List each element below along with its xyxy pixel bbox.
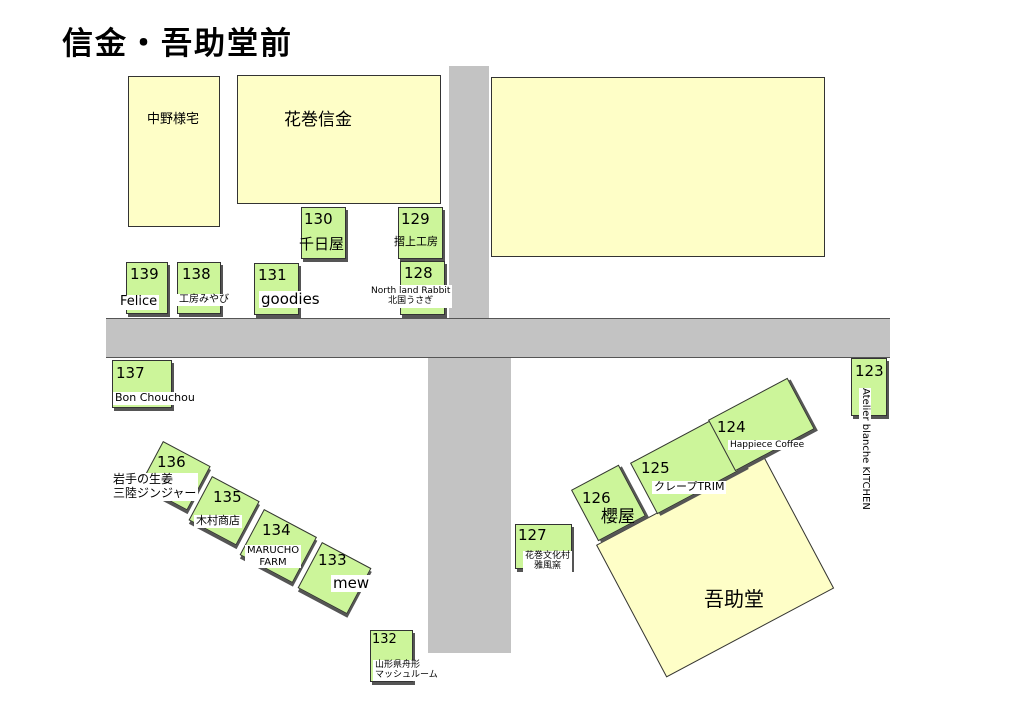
stall-132-label-line1: 山形県舟形 bbox=[375, 660, 421, 670]
stall-136-label-line2: 三陸ジンジャー bbox=[113, 485, 197, 500]
stall-128-label-line1: North land Rabbit bbox=[371, 286, 451, 296]
stall-131-number: 131 bbox=[258, 266, 287, 284]
stall-139-label: Felice bbox=[118, 294, 160, 310]
stall-133-number: 133 bbox=[318, 551, 347, 569]
stall-129[interactable] bbox=[398, 207, 443, 259]
stall-126-number: 126 bbox=[582, 489, 611, 507]
stall-134-label-line2: FARM bbox=[259, 556, 287, 568]
building-east bbox=[491, 77, 825, 257]
stall-125-label: クレープTRIM bbox=[652, 480, 727, 494]
stall-127-label: 花巻文化村 雅風窯 bbox=[523, 551, 573, 572]
stall-136-number: 136 bbox=[157, 453, 186, 471]
stall-131-label: goodies bbox=[259, 290, 322, 309]
building-nakano bbox=[128, 76, 220, 227]
stall-130[interactable] bbox=[301, 207, 346, 259]
stall-130-label: 千日屋 bbox=[299, 235, 345, 253]
stall-128-number: 128 bbox=[404, 264, 433, 282]
road-edge-lines bbox=[106, 318, 890, 358]
stall-126-label: 櫻屋 bbox=[601, 507, 635, 527]
stall-135-label: 木村商店 bbox=[194, 514, 242, 528]
stall-136-label: 岩手の生姜 三陸ジンジャー bbox=[111, 472, 199, 501]
page-title: 信金・吾助堂前 bbox=[62, 26, 293, 62]
stall-128-label-line2: 北国うさぎ bbox=[388, 296, 434, 307]
stall-136-label-line1: 岩手の生姜 bbox=[113, 472, 174, 486]
building-nakano-label: 中野様宅 bbox=[147, 112, 200, 127]
road-vertical-south bbox=[428, 356, 511, 653]
stall-139-number: 139 bbox=[130, 265, 159, 283]
stall-132-number: 132 bbox=[372, 632, 397, 647]
stall-129-number: 129 bbox=[401, 210, 430, 228]
stall-137-label: Bon Chouchou bbox=[113, 391, 197, 405]
stall-123-number: 123 bbox=[855, 362, 884, 380]
stall-128-label: North land Rabbit 北国うさぎ bbox=[369, 285, 453, 308]
stall-124-number: 124 bbox=[717, 418, 746, 436]
stall-132-label-line2: マッシュルーム bbox=[375, 670, 438, 681]
stall-127-label-line1: 花巻文化村 bbox=[525, 551, 571, 561]
stall-135-number: 135 bbox=[213, 488, 242, 506]
road-vertical-north bbox=[449, 66, 489, 320]
stall-134-number: 134 bbox=[262, 521, 291, 539]
stall-124-label: Happiece Coffee bbox=[728, 440, 807, 451]
road-horizontal bbox=[106, 318, 890, 358]
building-hanamaki-shinkin-label: 花巻信金 bbox=[284, 110, 352, 130]
stall-127-number: 127 bbox=[518, 526, 547, 544]
stall-129-label: 摺上工房 bbox=[394, 235, 438, 248]
stall-137-number: 137 bbox=[116, 364, 145, 382]
stall-138-label: 工房みやび bbox=[177, 294, 231, 306]
stall-133-label: mew bbox=[331, 574, 372, 593]
stall-134-label: MARUCHO FARM bbox=[245, 545, 302, 568]
stall-125-number: 125 bbox=[641, 459, 670, 477]
building-gosukedo-label: 吾助堂 bbox=[704, 587, 764, 611]
stall-127-label-line2: 雅風窯 bbox=[534, 561, 562, 572]
stall-123-label: Atelier blanche KITCHEN bbox=[859, 388, 871, 510]
building-hanamaki-shinkin bbox=[237, 75, 441, 204]
stall-134-label-line1: MARUCHO bbox=[247, 545, 300, 556]
stall-130-number: 130 bbox=[304, 210, 333, 228]
stall-132-label: 山形県舟形 マッシュルーム bbox=[373, 660, 440, 681]
stall-138-number: 138 bbox=[182, 265, 211, 283]
